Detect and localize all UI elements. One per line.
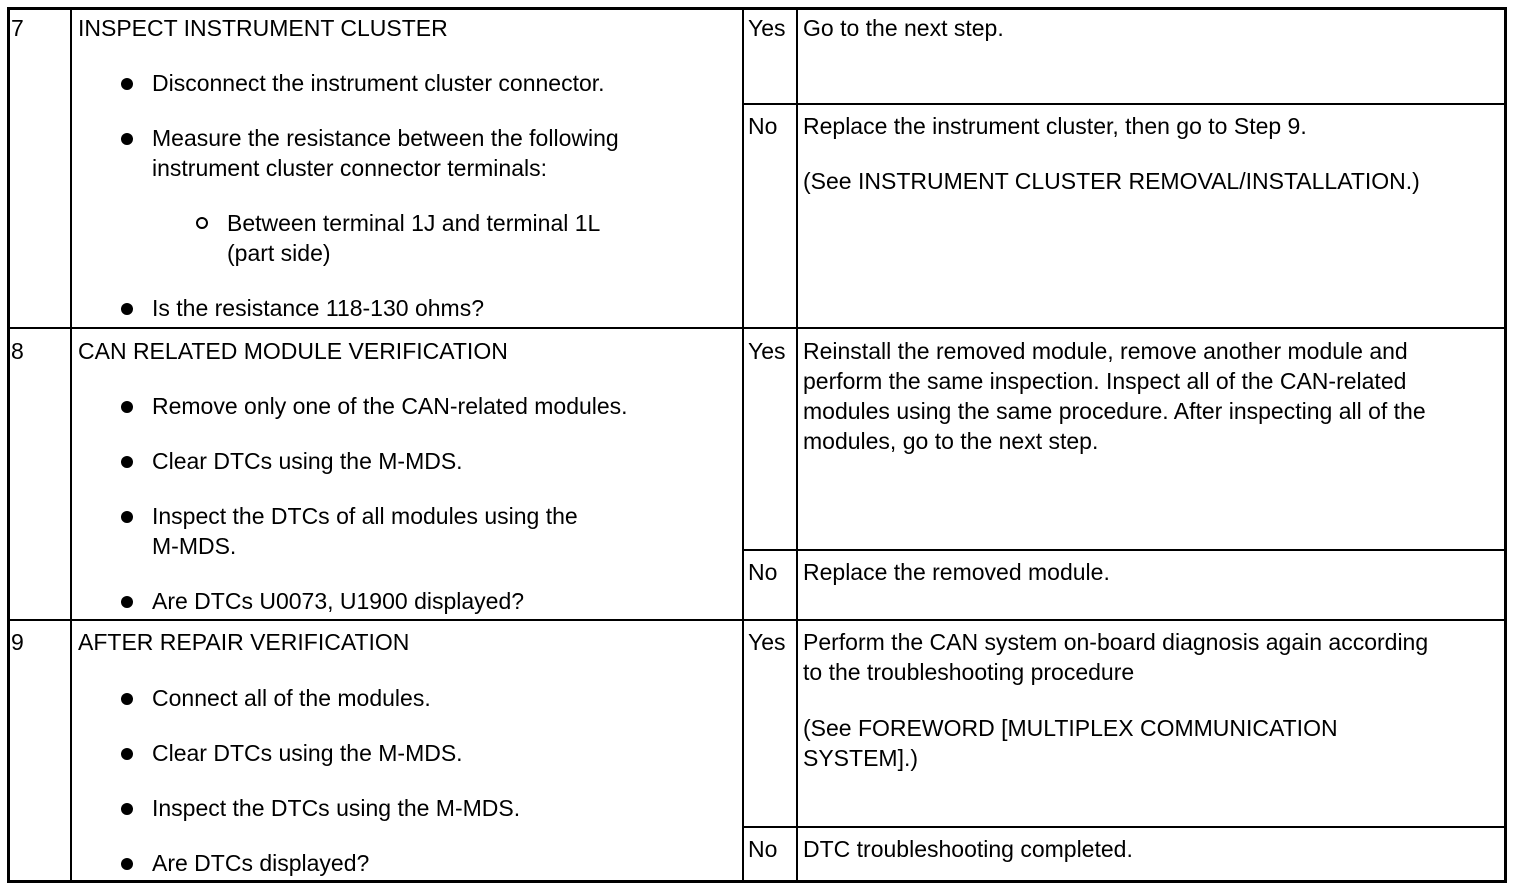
- step-number: 7: [11, 15, 24, 41]
- check-question: Is the resistance 118-130 ohms?: [152, 295, 484, 321]
- no-action-reference: (See INSTRUMENT CLUSTER REMOVAL/INSTALLA…: [803, 168, 1420, 194]
- bullet-icon: [121, 78, 133, 90]
- check-question: Are DTCs displayed?: [152, 850, 370, 876]
- no-action: Replace the removed module.: [803, 559, 1110, 585]
- sub-item-continued: (part side): [227, 240, 331, 266]
- bullet-icon: [121, 511, 133, 523]
- check-item: Inspect the DTCs using the M-MDS.: [152, 795, 521, 821]
- yes-action: Perform the CAN system on-board diagnosi…: [803, 629, 1429, 655]
- bullet-icon: [121, 803, 133, 815]
- yes-action-continued: modules, go to the next step.: [803, 428, 1099, 454]
- yes-action-continued: to the troubleshooting procedure: [803, 659, 1135, 685]
- step-title: AFTER REPAIR VERIFICATION: [78, 629, 410, 655]
- no-action: Replace the instrument cluster, then go …: [803, 113, 1307, 139]
- check-item: Clear DTCs using the M-MDS.: [152, 740, 463, 766]
- yes-label: Yes: [748, 15, 786, 41]
- yes-action-reference: (See FOREWORD [MULTIPLEX COMMUNICATION: [803, 715, 1338, 741]
- yes-action-continued: modules using the same procedure. After …: [803, 398, 1426, 424]
- yes-action-continued: perform the same inspection. Inspect all…: [803, 368, 1407, 394]
- check-item: Clear DTCs using the M-MDS.: [152, 448, 463, 474]
- bullet-icon: [121, 303, 133, 315]
- check-item-continued: instrument cluster connector terminals:: [152, 155, 547, 181]
- bullet-icon: [121, 401, 133, 413]
- check-item: Connect all of the modules.: [152, 685, 431, 711]
- bullet-icon: [121, 693, 133, 705]
- no-action: DTC troubleshooting completed.: [803, 836, 1133, 862]
- yes-label: Yes: [748, 338, 786, 364]
- bullet-icon: [121, 596, 133, 608]
- yes-action-reference-continued: SYSTEM].): [803, 745, 919, 771]
- sub-item: Between terminal 1J and terminal 1L: [227, 210, 601, 236]
- troubleshooting-table: 7 INSPECT INSTRUMENT CLUSTER Disconnect …: [7, 7, 1507, 883]
- bullet-icon: [121, 133, 133, 145]
- check-question: Are DTCs U0073, U1900 displayed?: [152, 588, 525, 614]
- sub-bullet-icon: [196, 217, 208, 229]
- bullet-icon: [121, 456, 133, 468]
- check-item: Remove only one of the CAN-related modul…: [152, 393, 628, 419]
- bullet-icon: [121, 748, 133, 760]
- check-item: Measure the resistance between the follo…: [152, 125, 619, 151]
- step-number: 9: [11, 629, 24, 655]
- no-label: No: [748, 559, 778, 585]
- check-item: Disconnect the instrument cluster connec…: [152, 70, 605, 96]
- no-label: No: [748, 113, 778, 139]
- bullet-icon: [121, 858, 133, 870]
- yes-action: Reinstall the removed module, remove ano…: [803, 338, 1408, 364]
- step-title: CAN RELATED MODULE VERIFICATION: [78, 338, 508, 364]
- yes-action: Go to the next step.: [803, 15, 1004, 41]
- step-title: INSPECT INSTRUMENT CLUSTER: [78, 15, 448, 41]
- check-item: Inspect the DTCs of all modules using th…: [152, 503, 578, 529]
- step-number: 8: [11, 338, 24, 364]
- yes-label: Yes: [748, 629, 786, 655]
- no-label: No: [748, 836, 778, 862]
- check-item-continued: M-MDS.: [152, 533, 237, 559]
